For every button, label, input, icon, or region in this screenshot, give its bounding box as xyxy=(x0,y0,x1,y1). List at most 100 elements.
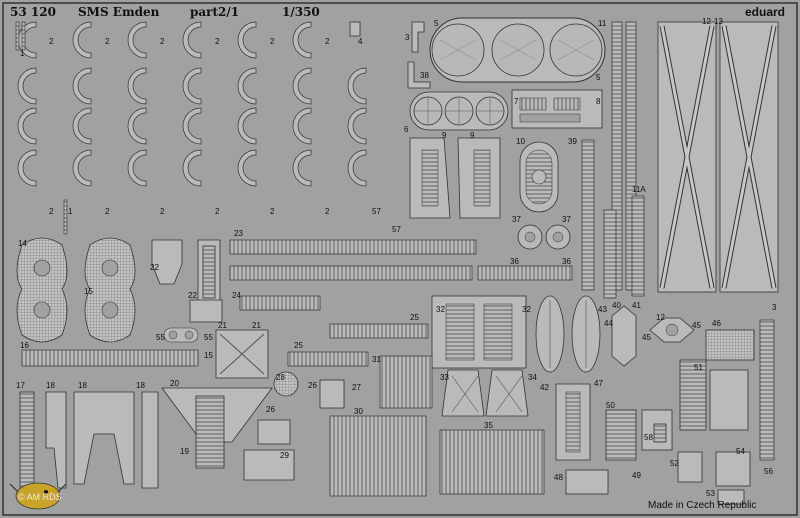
label-24: 24 xyxy=(232,291,241,300)
label-26: 26 xyxy=(308,381,317,390)
scale-label: 1/350 xyxy=(282,5,320,19)
curved-rail-part xyxy=(347,107,367,145)
label-45: 45 xyxy=(692,321,701,330)
label-55: 55 xyxy=(204,333,213,342)
label-23: 23 xyxy=(234,229,243,238)
label-2: 2 xyxy=(325,37,330,46)
curved-rail-part xyxy=(237,149,257,187)
label-9: 9 xyxy=(470,131,475,140)
part-5-deck-disc-plate xyxy=(429,17,606,83)
part-3-4-brackets xyxy=(349,21,431,89)
fret-part: part2/1 xyxy=(190,5,239,19)
label-53: 53 xyxy=(706,489,715,498)
label-22: 22 xyxy=(188,291,197,300)
label-58: 58 xyxy=(644,433,653,442)
label-21: 21 xyxy=(252,321,261,330)
label-1: 1 xyxy=(20,49,25,58)
curved-rail-part xyxy=(72,21,92,59)
label-18: 18 xyxy=(78,381,87,390)
curved-rail-parts xyxy=(17,21,367,187)
label-56: 56 xyxy=(764,467,773,476)
label-28: 28 xyxy=(276,373,285,382)
label-19: 19 xyxy=(180,447,189,456)
label-5: 5 xyxy=(596,73,601,82)
curved-rail-part xyxy=(182,149,202,187)
curved-rail-part xyxy=(127,107,147,145)
label-27: 27 xyxy=(352,383,361,392)
label-29: 29 xyxy=(280,451,289,460)
label-51: 51 xyxy=(694,363,703,372)
curved-rail-part xyxy=(17,149,37,187)
label-57: 57 xyxy=(372,207,381,216)
part-46-grid-plate xyxy=(705,329,755,361)
label-5: 5 xyxy=(434,19,439,28)
curved-rail-part xyxy=(347,149,367,187)
label-4: 4 xyxy=(358,37,363,46)
label-2: 2 xyxy=(105,37,110,46)
label-18: 18 xyxy=(136,381,145,390)
label-44: 44 xyxy=(604,319,613,328)
label-2: 2 xyxy=(270,207,275,216)
part-21-plates xyxy=(215,329,269,379)
label-32: 32 xyxy=(522,305,531,314)
label-12: 12 xyxy=(656,313,665,322)
label-46: 46 xyxy=(712,319,721,328)
eduard-mascot-logo xyxy=(9,482,67,510)
label-17: 17 xyxy=(16,381,25,390)
origin-label: Made in Czech Republic xyxy=(648,500,756,511)
curved-rail-part xyxy=(17,67,37,105)
label-8: 8 xyxy=(596,97,601,106)
part-22-struts xyxy=(151,239,223,323)
part-number-labels: 1 2 2 2 2 2 2 2 2 2 2 2 2 1 3 4 38 5 5 6… xyxy=(16,17,777,498)
curved-rail-part xyxy=(72,149,92,187)
label-2: 2 xyxy=(215,37,220,46)
part-42-43-ovals xyxy=(535,295,601,461)
curved-rail-part xyxy=(72,67,92,105)
curved-rail-part xyxy=(292,107,312,145)
label-2: 2 xyxy=(49,37,54,46)
label-2: 2 xyxy=(160,37,165,46)
parts-33-34-ladders xyxy=(441,369,529,417)
label-41: 41 xyxy=(632,301,641,310)
curved-rail-part xyxy=(292,67,312,105)
curved-rail-part xyxy=(127,67,147,105)
label-7: 7 xyxy=(514,97,519,106)
label-21: 21 xyxy=(218,321,227,330)
label-55: 55 xyxy=(156,333,165,342)
curved-rail-part xyxy=(292,149,312,187)
curved-rail-part xyxy=(237,67,257,105)
part-32-frames xyxy=(431,295,527,369)
label-3: 3 xyxy=(405,33,410,42)
part-9-stairs xyxy=(409,137,501,219)
part-56-strip xyxy=(759,319,775,461)
curved-rail-part xyxy=(127,21,147,59)
label-2: 2 xyxy=(49,207,54,216)
label-36: 36 xyxy=(510,257,519,266)
parts-26-29 xyxy=(243,371,345,481)
grille-parts xyxy=(329,355,545,497)
label-31: 31 xyxy=(372,355,381,364)
label-22: 22 xyxy=(150,263,159,272)
label-36: 36 xyxy=(562,257,571,266)
label-11a: 11A xyxy=(632,185,646,194)
curved-rail-part xyxy=(182,21,202,59)
label-6: 6 xyxy=(404,125,409,134)
label-14: 14 xyxy=(18,239,27,248)
label-2: 2 xyxy=(215,207,220,216)
label-2: 2 xyxy=(270,37,275,46)
curved-rail-part xyxy=(292,21,312,59)
label-9: 9 xyxy=(442,131,447,140)
label-16: 16 xyxy=(20,341,29,350)
parts-17-20-lower-left xyxy=(19,387,273,493)
label-2: 2 xyxy=(105,207,110,216)
label-37: 37 xyxy=(512,215,521,224)
curved-rail-part xyxy=(127,149,147,187)
label-33: 33 xyxy=(440,373,449,382)
label-47: 47 xyxy=(594,379,603,388)
label-37: 37 xyxy=(562,215,571,224)
part-14-15-oval-frames xyxy=(16,237,136,343)
label-48: 48 xyxy=(554,473,563,482)
label-18: 18 xyxy=(46,381,55,390)
curved-rail-part xyxy=(182,67,202,105)
ship-name: SMS Emden xyxy=(78,5,160,19)
